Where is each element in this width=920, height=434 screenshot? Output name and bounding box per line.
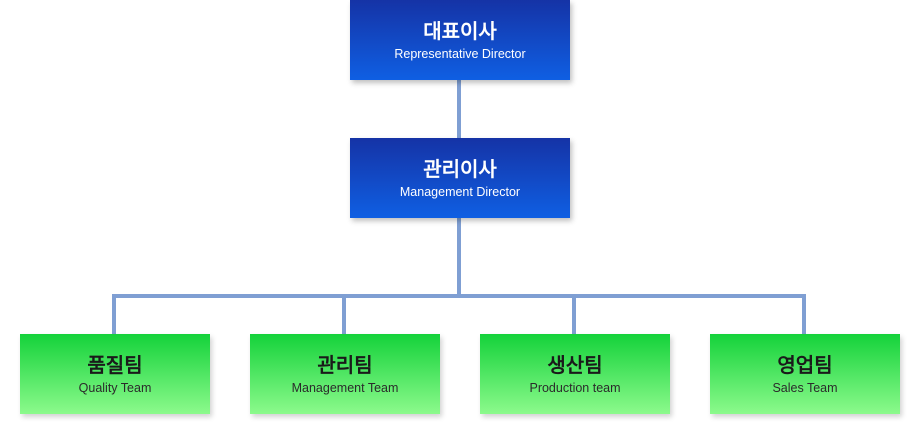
- representative-director-title: 대표이사: [423, 18, 497, 43]
- production-team-subtitle: Production team: [529, 380, 621, 395]
- production-team-title: 생산팀: [547, 352, 603, 377]
- quality-team-box: 품질팀 Quality Team: [20, 334, 210, 414]
- sales-team-subtitle: Sales Team: [772, 380, 838, 395]
- connector-to-quality-team: [112, 294, 116, 334]
- management-team-box: 관리팀 Management Team: [250, 334, 440, 414]
- management-director-subtitle: Management Director: [399, 184, 521, 199]
- quality-team-title: 품질팀: [87, 352, 143, 377]
- connector-top-to-middle: [457, 80, 461, 138]
- sales-team-box: 영업팀 Sales Team: [710, 334, 900, 414]
- sales-team-title: 영업팀: [777, 352, 833, 377]
- management-director-box: 관리이사 Management Director: [350, 138, 570, 218]
- management-team-subtitle: Management Team: [291, 380, 399, 395]
- connector-middle-down: [457, 218, 461, 296]
- management-team-title: 관리팀: [317, 352, 373, 377]
- production-team-box: 생산팀 Production team: [480, 334, 670, 414]
- connector-to-production-team: [572, 294, 576, 334]
- representative-director-subtitle: Representative Director: [394, 46, 526, 61]
- management-director-title: 관리이사: [423, 156, 497, 181]
- connector-to-sales-team: [802, 294, 806, 334]
- connector-horizontal-bus: [112, 294, 806, 298]
- quality-team-subtitle: Quality Team: [78, 380, 152, 395]
- representative-director-box: 대표이사 Representative Director: [350, 0, 570, 80]
- connector-to-management-team: [342, 294, 346, 334]
